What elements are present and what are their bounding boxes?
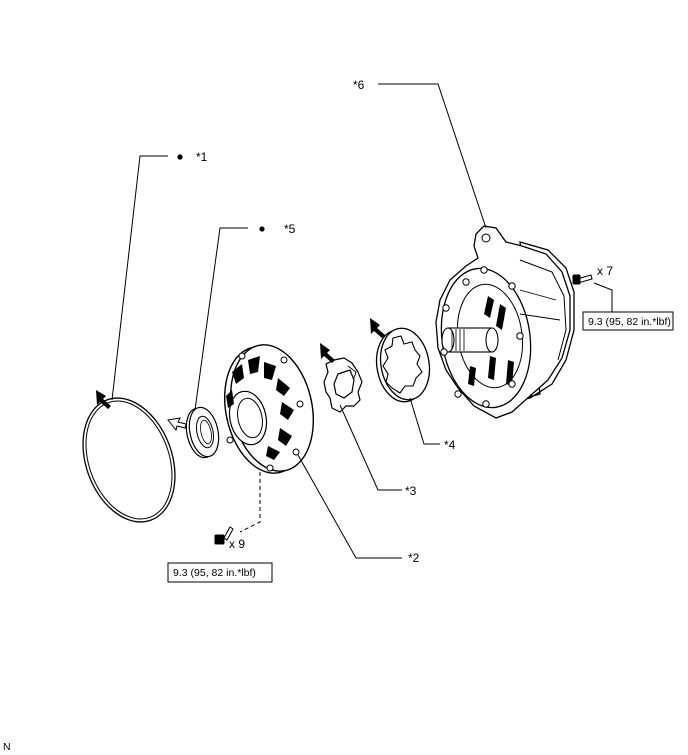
- driven-gear-part: [375, 327, 431, 403]
- torque-spec-box-bottom: 9.3 (95, 82 in.*lbf): [167, 562, 273, 583]
- drive-gear-part: [323, 357, 363, 413]
- callout-6: *6: [353, 78, 365, 92]
- apply-fluid-arrow-icon: [320, 343, 335, 363]
- torque-spec-top: 9.3 (95, 82 in.*lbf): [588, 316, 671, 328]
- bolt-icon: [572, 274, 593, 285]
- new-part-marker-icon: [259, 226, 265, 232]
- pump-body-part: [223, 344, 315, 474]
- callout-5: *5: [284, 222, 296, 236]
- leader-lines: [111, 83, 613, 559]
- oil-seal-part: [185, 406, 220, 459]
- bolt-quantity-top: x 7: [597, 264, 613, 278]
- apply-fluid-arrow-icon: [96, 390, 111, 409]
- install-direction-arrow-icon: [167, 417, 187, 432]
- callout-4: *4: [444, 438, 456, 452]
- torque-spec-bottom: 9.3 (95, 82 in.*lbf): [173, 567, 256, 579]
- corner-mark: N: [3, 741, 11, 753]
- callout-2: *2: [408, 551, 420, 565]
- apply-fluid-arrow-icon: [370, 318, 385, 338]
- callout-1: *1: [196, 150, 208, 164]
- bolt-quantity-bottom: x 9: [229, 537, 245, 551]
- new-part-marker-icon: [177, 154, 183, 160]
- torque-spec-box-top: 9.3 (95, 82 in.*lbf): [582, 311, 674, 331]
- callout-3: *3: [405, 484, 417, 498]
- bolt-icon: [214, 526, 234, 545]
- stator-shaft-part: [435, 225, 575, 419]
- o-ring-part: [82, 397, 176, 523]
